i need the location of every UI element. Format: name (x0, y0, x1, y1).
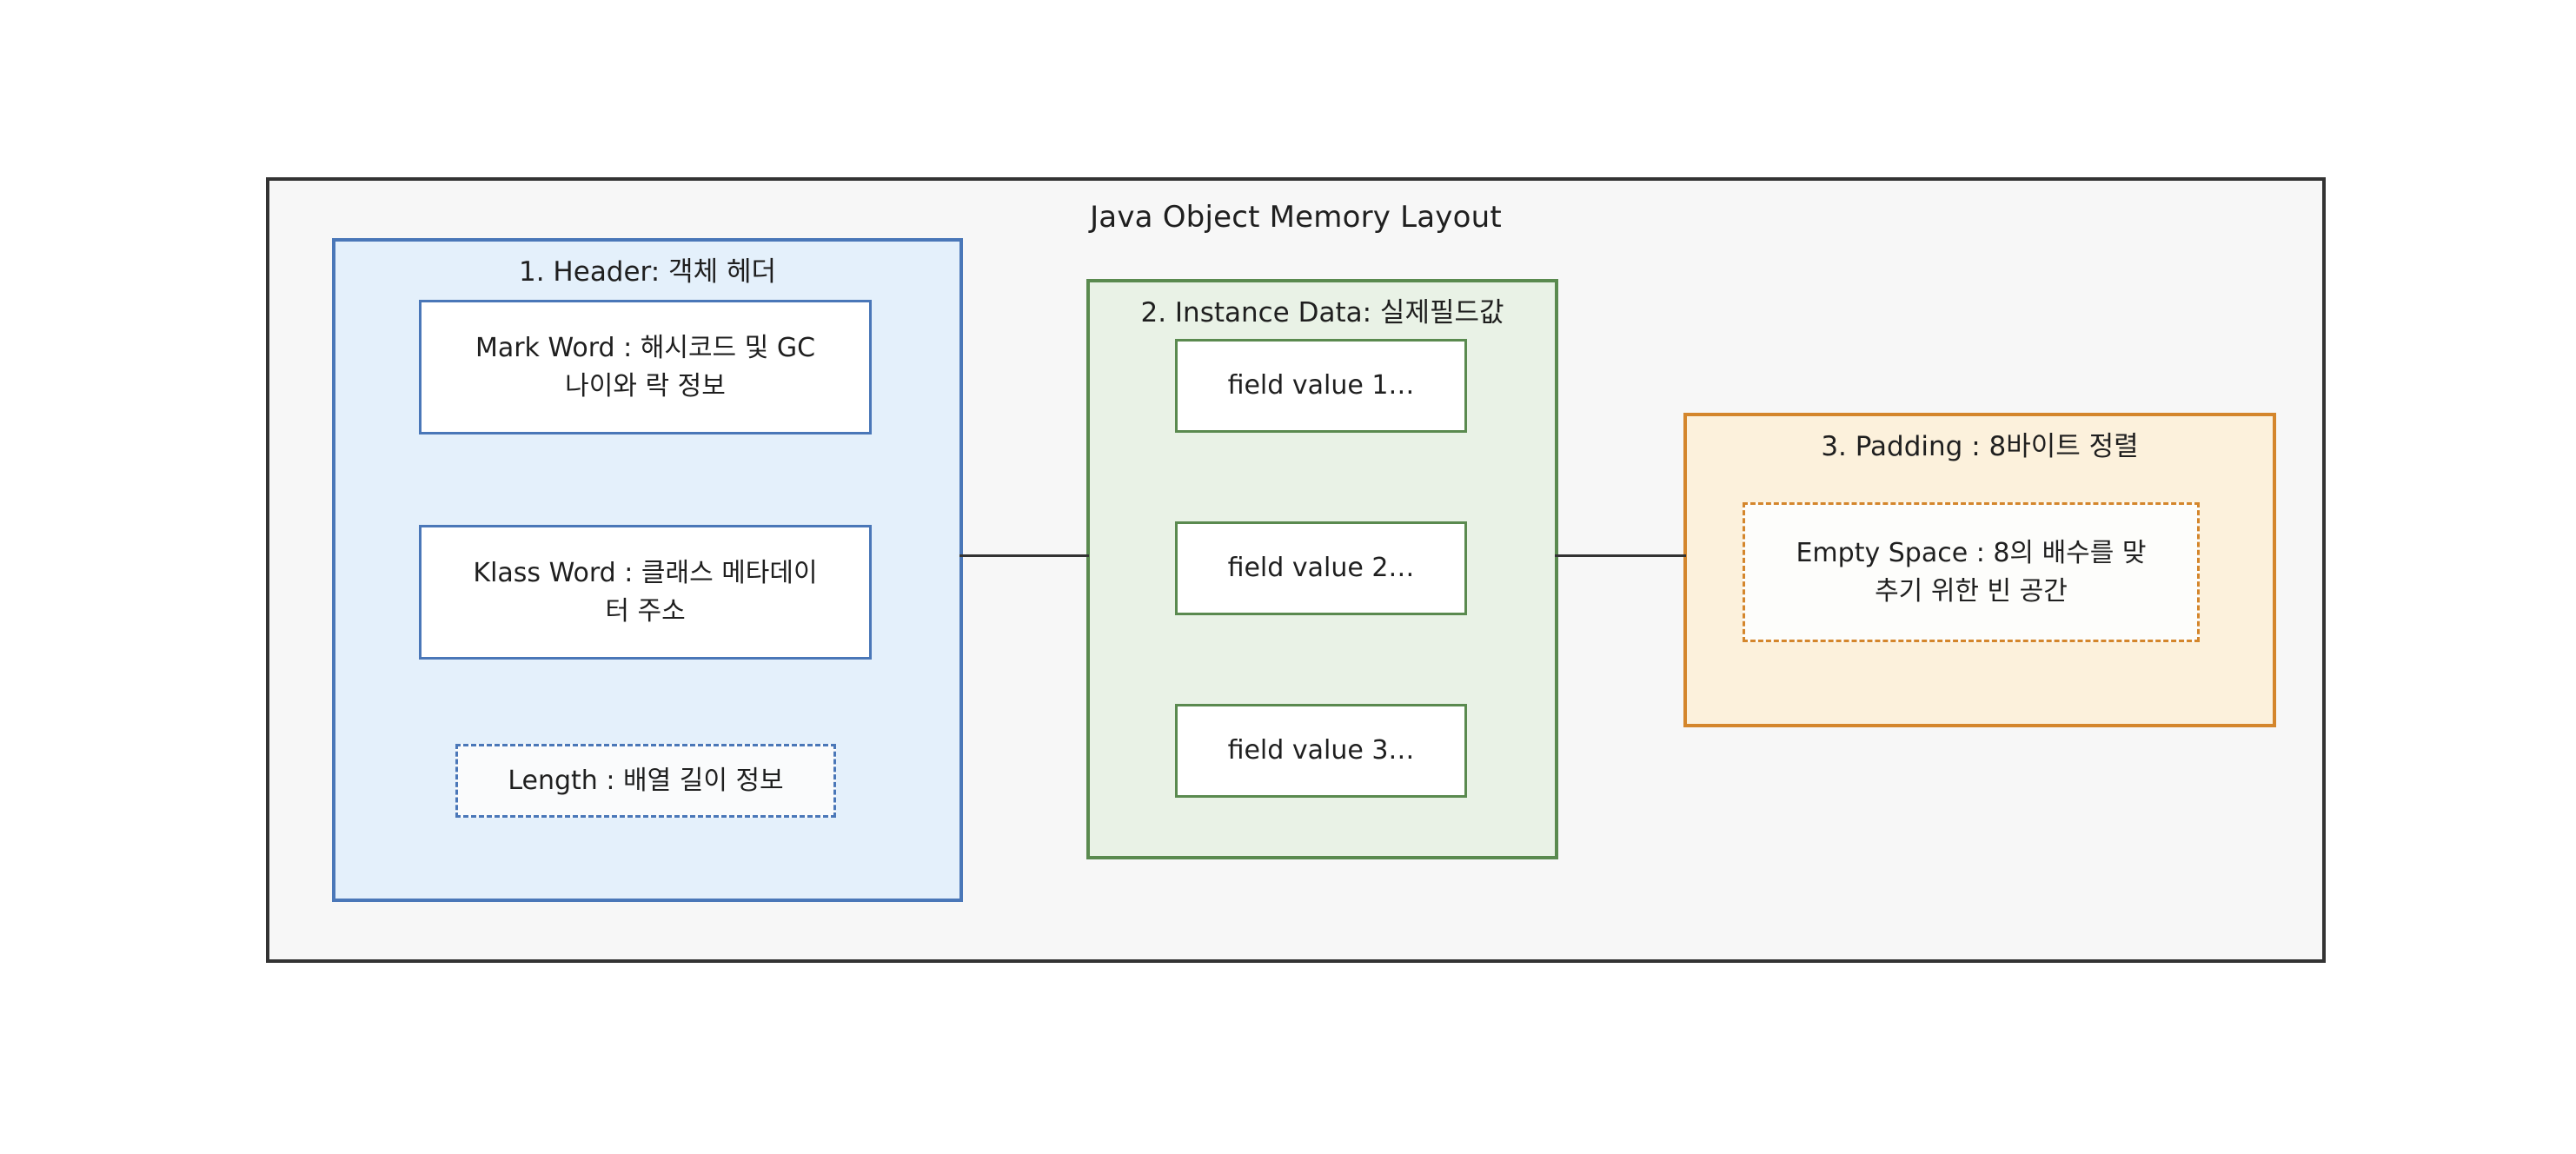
item-klass-word: Klass Word : 클래스 메타데이 터 주소 (419, 525, 872, 660)
item-mark-word-label: Mark Word : 해시코드 및 GC 나이와 락 정보 (475, 333, 816, 401)
section-header-title: 1. Header: 객체 헤더 (519, 256, 776, 288)
item-length-label: Length : 배열 길이 정보 (508, 765, 784, 796)
item-length: Length : 배열 길이 정보 (455, 744, 836, 818)
diagram-title: Java Object Memory Layout (1090, 200, 1502, 235)
item-field-value-2: field value 2… (1175, 521, 1467, 615)
item-field-value-3-label: field value 3… (1227, 735, 1415, 766)
item-klass-word-label: Klass Word : 클래스 메타데이 터 주소 (473, 558, 818, 627)
item-field-value-1: field value 1… (1175, 339, 1467, 433)
section-instance-data-title: 2. Instance Data: 실제필드값 (1140, 297, 1504, 328)
item-empty-space: Empty Space : 8의 배수를 맞 추기 위한 빈 공간 (1743, 502, 2200, 642)
item-field-value-3: field value 3… (1175, 704, 1467, 798)
item-mark-word: Mark Word : 해시코드 및 GC 나이와 락 정보 (419, 300, 872, 434)
connector-header-to-instance-data (959, 554, 1089, 557)
item-field-value-2-label: field value 2… (1227, 553, 1415, 584)
connector-instance-data-to-padding (1555, 554, 1686, 557)
section-padding-title: 3. Padding : 8바이트 정렬 (1821, 431, 2139, 462)
item-field-value-1-label: field value 1… (1227, 370, 1415, 401)
item-empty-space-label: Empty Space : 8의 배수를 맞 추기 위한 빈 공간 (1796, 538, 2147, 607)
